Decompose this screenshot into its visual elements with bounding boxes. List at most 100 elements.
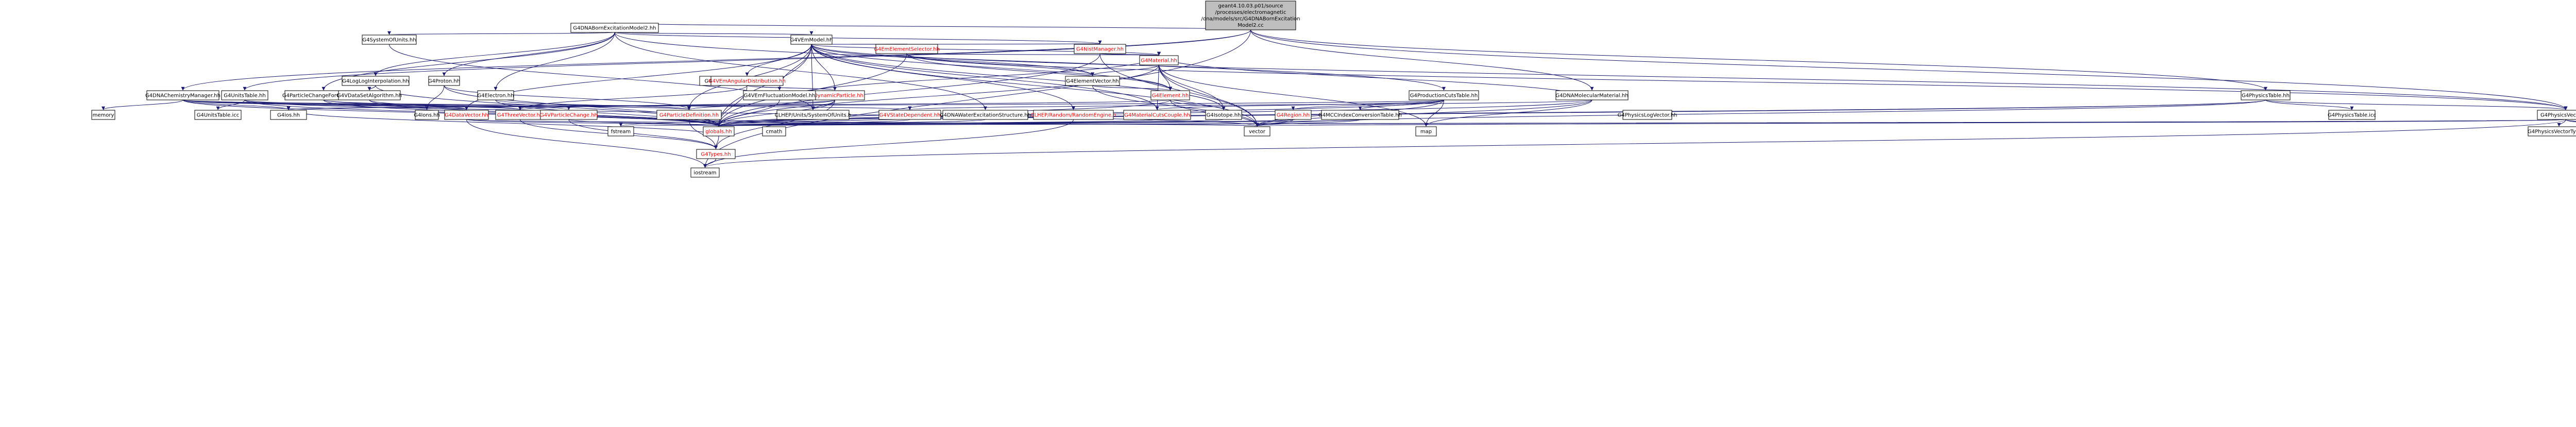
include-node-unitstable[interactable]: G4UnitsTable.hh [221,90,268,100]
include-node-matcuts[interactable]: G4ProductionCutsTable.hh [1409,90,1479,100]
include-node-randeng-box [1033,110,1114,120]
include-node-ions-label: G4Ions.hh [414,112,440,118]
include-node-phystable-box [2241,90,2291,100]
include-node-pdefinition[interactable]: G4ParticleDefinition.hh [656,110,722,120]
include-node-matcutscouple[interactable]: G4MaterialCutsCouple.hh [1123,110,1191,120]
edge-material-to-map [1159,64,1428,127]
include-node-emfluct-label: G4VEmFluctuationModel.hh [744,93,816,98]
edge-dnamolmat-to-material [1157,55,1592,100]
root-file-node-label: geant4.10.03.p01/source [1218,4,1283,9]
include-node-statedep[interactable]: G4VStateDependent.hh [878,110,941,120]
include-node-waterexc-label: G4DNAWaterExcitationStructure.hh [940,112,1031,118]
include-node-region[interactable]: G4Region.hh [1275,110,1312,120]
include-node-physlogvector-box [1622,110,1672,120]
edge-vemodel-to-element [811,44,1172,91]
include-node-physicstableicc[interactable]: G4PhysicsTable.icc [2328,110,2376,120]
include-node-vector[interactable]: vector [1244,126,1270,136]
include-node-sysunits[interactable]: G4SystemOfUnits.hh [362,35,417,45]
include-node-element-label: G4Element.hh [1152,93,1189,98]
include-node-material-box [1139,55,1179,65]
include-node-element[interactable]: G4Element.hh [1150,90,1190,100]
edge-chemman-to-statedep [182,99,911,110]
edge-elemsel-to-elemvector [906,53,1094,76]
include-node-proton[interactable]: G4Proton.hh [428,76,460,86]
include-node-statedep-box [878,110,941,120]
include-node-mccindex[interactable]: G4MCCIndexConversionTable.hh [1318,110,1402,120]
include-node-nistmgr[interactable]: G4NistManager.hh [1074,44,1126,54]
include-node-loglog[interactable]: G4LogLogInterpolation.hh [342,76,410,86]
include-node-waterexc[interactable]: G4DNAWaterExcitationStructure.hh [940,110,1031,120]
include-node-map[interactable]: map [1415,126,1437,136]
edge-root-to-physvector [1250,29,2568,110]
include-node-pchange[interactable]: G4VParticleChange.hh [540,110,598,120]
include-node-unitstable-label: G4UnitsTable.hh [224,93,265,98]
include-node-pchange-label: G4VParticleChange.hh [540,112,598,118]
include-node-physvectortype[interactable]: G4PhysicsVectorType.hh [2528,126,2576,136]
include-node-dataset[interactable]: G4VDataSetAlgorithm.hh [337,90,402,100]
include-node-clhepunits[interactable]: CLHEP/Units/SystemOfUnits.h [775,110,852,120]
edge-dataset-to-datavector [369,99,468,110]
include-node-g4ios[interactable]: G4ios.hh [270,110,307,120]
edge-root-to-iostream [703,29,1251,168]
edge-root-to-dnamolmat [1250,29,1594,91]
include-node-phystable[interactable]: G4PhysicsTable.hh [2241,90,2291,100]
edge-element-to-isotope [1170,99,1226,110]
include-node-iostream-label: iostream [694,170,717,176]
include-node-unitstableicc-label: G4UnitsTable.icc [197,112,240,118]
include-node-born2h[interactable]: G4DNABornExcitationModel2.hh [570,23,659,33]
edge-vemodel-to-matcutscouple [811,44,1159,110]
include-node-chemman[interactable]: G4DNAChemistryManager.hh [145,90,221,100]
include-node-matcutscouple-label: G4MaterialCutsCouple.hh [1124,112,1190,118]
include-node-elemsel-label: G4EmElementSelector.hh [874,46,940,52]
edge-nistmgr-to-vector [1099,53,1259,127]
include-node-electron[interactable]: G4Electron.hh [477,90,514,100]
include-node-iostream-box [690,167,720,178]
edge-matcuts-to-mccindex [1358,99,1444,110]
include-node-memory[interactable]: memory [91,110,115,120]
include-node-g4types-box [696,149,736,159]
include-node-g4types[interactable]: G4Types.hh [696,149,736,159]
include-node-threevector[interactable]: G4ThreeVector.hh [495,110,545,120]
include-node-pdefinition-label: G4ParticleDefinition.hh [659,112,719,118]
include-node-unitstableicc[interactable]: G4UnitsTable.icc [194,110,242,120]
edge-physvector-to-physvectoricc [2565,119,2576,122]
edge-mccindex-to-vector [1255,119,1361,127]
include-node-elemsel[interactable]: G4EmElementSelector.hh [874,44,940,54]
include-node-physvector[interactable]: G4PhysicsVector.hh [2537,110,2576,120]
include-node-fstream-label: fstream [611,129,631,134]
include-node-isotope-box [1205,110,1242,120]
edge-datavector-to-globals [466,119,720,127]
include-node-emfluct[interactable]: G4VEmFluctuationModel.hh [743,90,816,100]
include-node-material[interactable]: G4Material.hh [1139,55,1179,65]
include-node-globals-label: globals.hh [705,129,732,134]
include-node-randeng[interactable]: CLHEP/Random/RandomEngine.h [1031,110,1116,120]
include-node-globals[interactable]: globals.hh [703,126,735,136]
include-node-fstream[interactable]: fstream [607,126,634,136]
include-node-elemvector[interactable]: G4ElementVector.hh [1065,76,1120,86]
edge-globals-to-g4ios [286,109,719,136]
edge-emangular-to-dynpart [747,85,837,91]
include-node-iostream[interactable]: iostream [690,167,720,178]
include-node-mccindex-box [1321,110,1399,120]
edge-chemman-to-memory [101,99,183,110]
edge-root-to-phystable [1250,29,2267,91]
include-node-statedep-label: G4VStateDependent.hh [879,112,941,118]
root-file-node: geant4.10.03.p01/source/processes/electr… [1201,1,1300,30]
edge-matcuts-to-matcutscouple [1155,99,1444,110]
include-node-dnamolmat[interactable]: G4DNAMolecularMaterial.hh [1555,90,1629,100]
include-node-emangular[interactable]: G4VEmAngularDistribution.hh [708,76,786,86]
edge-loglog-to-dataset [367,85,376,91]
include-node-ions[interactable]: G4Ions.hh [414,110,440,120]
include-node-cmath[interactable]: cmath [762,126,786,136]
include-node-isotope[interactable]: G4Isotope.hh [1205,110,1242,120]
include-node-physlogvector[interactable]: G4PhysicsLogVector.hh [1618,110,1677,120]
include-node-vemodel[interactable]: G4VEmModel.hh [790,35,833,45]
include-node-map-label: map [1420,129,1432,134]
edge-g4types-to-iostream [703,158,716,168]
include-node-elemvector-box [1065,76,1120,86]
include-node-emangular-label: G4VEmAngularDistribution.hh [708,78,786,84]
edge-root-to-chemman [181,29,1251,91]
include-node-datavector[interactable]: G4DataVector.hh [444,110,489,120]
node-layer: geant4.10.03.p01/source/processes/electr… [91,1,2576,178]
edge-born2h-to-electron [494,32,615,91]
